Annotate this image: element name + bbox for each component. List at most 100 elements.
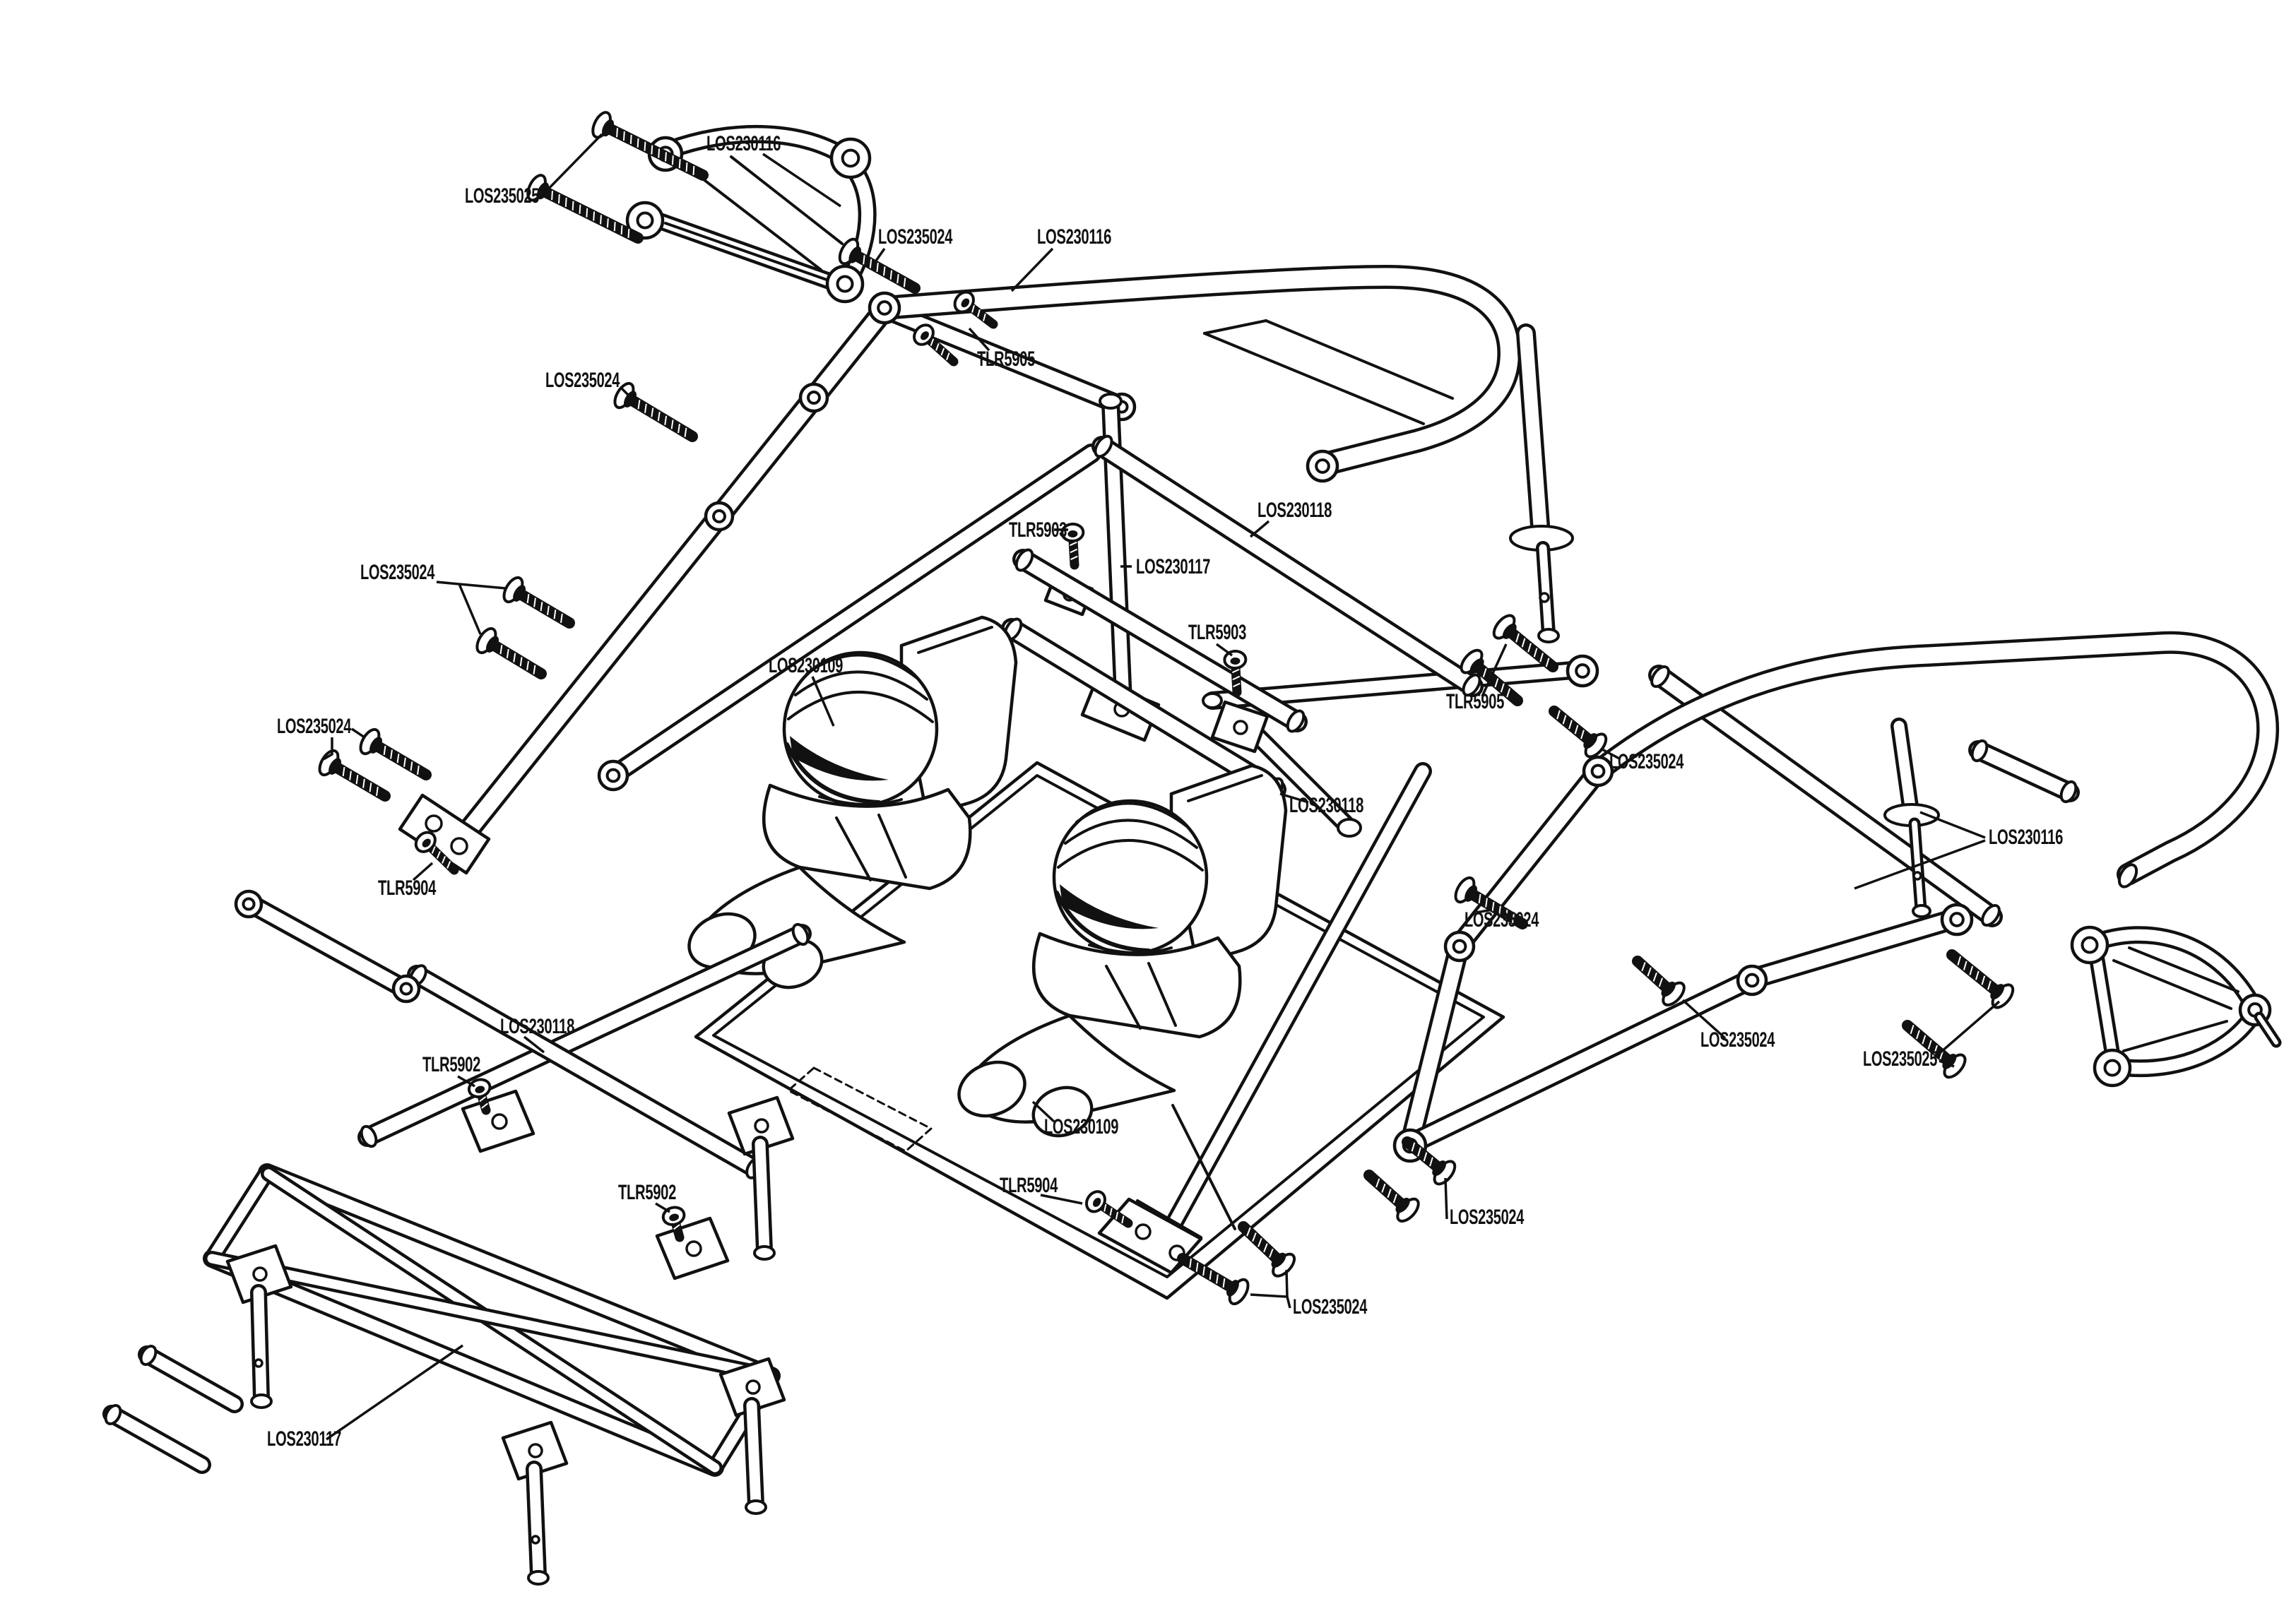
flange-screw <box>1492 614 1559 672</box>
flange-screw <box>838 237 921 294</box>
leader-line <box>1854 839 1986 890</box>
bushing-eyelet <box>807 391 821 405</box>
part-label: LOS230118 <box>1258 499 1332 522</box>
part-label: TLR5903 <box>1009 518 1067 542</box>
bushing-eyelet <box>399 982 413 996</box>
bushing-eyelet <box>2103 1059 2122 1077</box>
part-label: TLR5904 <box>1000 1174 1058 1197</box>
part-label: LOS235024 <box>1700 1028 1775 1052</box>
leader-line <box>540 133 603 198</box>
leader-line <box>351 727 365 739</box>
bushing-eyelet <box>712 509 726 523</box>
flange-screw <box>1946 949 2015 1009</box>
part-label: LOS235024 <box>1293 1295 1368 1319</box>
flange-screw <box>1548 706 1608 759</box>
bushing-eyelet <box>1949 912 1965 927</box>
leader-line <box>457 1075 475 1088</box>
t-bar-assembly <box>1202 654 1599 838</box>
part-label: LOS230116 <box>1989 826 2063 849</box>
button-screw <box>953 290 998 329</box>
part-label: LOS230117 <box>267 1427 341 1451</box>
button-screw <box>661 1206 686 1242</box>
bushing-eyelet <box>2081 936 2099 954</box>
part-label: LOS230109 <box>769 654 843 677</box>
line-art <box>102 124 2282 1586</box>
part-label: TLR5904 <box>378 876 437 900</box>
part-label: TLR5902 <box>422 1053 480 1076</box>
cross-tube <box>1091 434 1484 697</box>
bushing-eyelet <box>605 768 621 783</box>
part-label: TLR5903 <box>1188 621 1246 644</box>
button-screw <box>414 831 459 875</box>
leader-line <box>1279 792 1309 804</box>
leader-line <box>458 583 482 635</box>
leader-line <box>1934 1000 2001 1058</box>
leader-line <box>1444 1177 1448 1220</box>
leader-line <box>1031 1100 1055 1123</box>
bushing-eyelet <box>1590 763 1606 779</box>
leader-line <box>436 581 507 590</box>
flange-screw <box>526 174 644 244</box>
bushing-eyelet <box>836 275 854 293</box>
part-label: TLR5905 <box>1446 690 1504 713</box>
flange-screw <box>1401 1136 1457 1186</box>
bushing-eyelet <box>242 897 256 911</box>
floor-pan-and-drivers <box>681 617 1505 1300</box>
flange-screw <box>1363 1169 1420 1223</box>
part-label: LOS235024 <box>360 561 435 584</box>
bushing-eyelet <box>1315 458 1330 474</box>
leader-line <box>1481 643 1508 697</box>
part-label: LOS235024 <box>545 369 620 392</box>
leader-line <box>1010 247 1054 292</box>
leader-line <box>323 737 333 761</box>
leader-line <box>1250 1293 1291 1309</box>
leader-line <box>762 153 841 208</box>
leader-line <box>1040 1194 1083 1205</box>
button-screw <box>1223 649 1248 697</box>
part-label: LOS235024 <box>1450 1206 1525 1229</box>
flange-screw <box>475 627 548 679</box>
flange-screw <box>318 749 391 802</box>
bushing-eyelet <box>877 300 892 316</box>
flange-screw <box>1631 956 1686 1006</box>
part-label: LOS235024 <box>277 715 352 738</box>
leader-line <box>1215 643 1233 657</box>
part-label: LOS235024 <box>1609 750 1684 773</box>
part-label: LOS230118 <box>1289 794 1363 817</box>
part-label: LOS230118 <box>500 1015 574 1038</box>
leader-line <box>873 247 886 264</box>
leader-line <box>1285 1269 1289 1297</box>
bushing-eyelet <box>636 211 654 230</box>
flange-screw <box>1460 648 1524 706</box>
leader-line <box>326 1344 463 1441</box>
button-screw <box>467 1078 492 1115</box>
button-screw <box>1084 1190 1133 1228</box>
part-label: TLR5902 <box>618 1181 676 1204</box>
part-label: TLR5905 <box>977 347 1035 371</box>
part-label: LOS235025 <box>1863 1047 1937 1071</box>
front-roll-hoop <box>398 265 1574 875</box>
flange-screw <box>591 111 709 182</box>
flange-screw <box>613 381 699 442</box>
flange-screw <box>1177 1252 1250 1306</box>
flange-screw <box>359 727 432 781</box>
leader-line <box>968 327 990 352</box>
part-label: LOS230116 <box>706 132 781 155</box>
flange-screw <box>1454 876 1528 930</box>
leader-line <box>1939 1059 1955 1068</box>
flange-screw <box>502 576 575 629</box>
leader-line <box>811 676 835 727</box>
leader-line <box>1600 747 1620 760</box>
part-label: LOS235024 <box>878 225 953 249</box>
leader-line <box>1919 811 1986 839</box>
leader-line <box>655 1202 670 1213</box>
flange-screw <box>1901 1020 1967 1079</box>
bushing-eyelet <box>1744 973 1760 988</box>
rear-cage-right <box>1097 631 2282 1275</box>
bushing-eyelet <box>841 148 860 168</box>
part-label: LOS235025 <box>465 184 539 208</box>
cross-tube <box>1012 548 1308 733</box>
bushing-eyelet <box>1575 663 1590 679</box>
